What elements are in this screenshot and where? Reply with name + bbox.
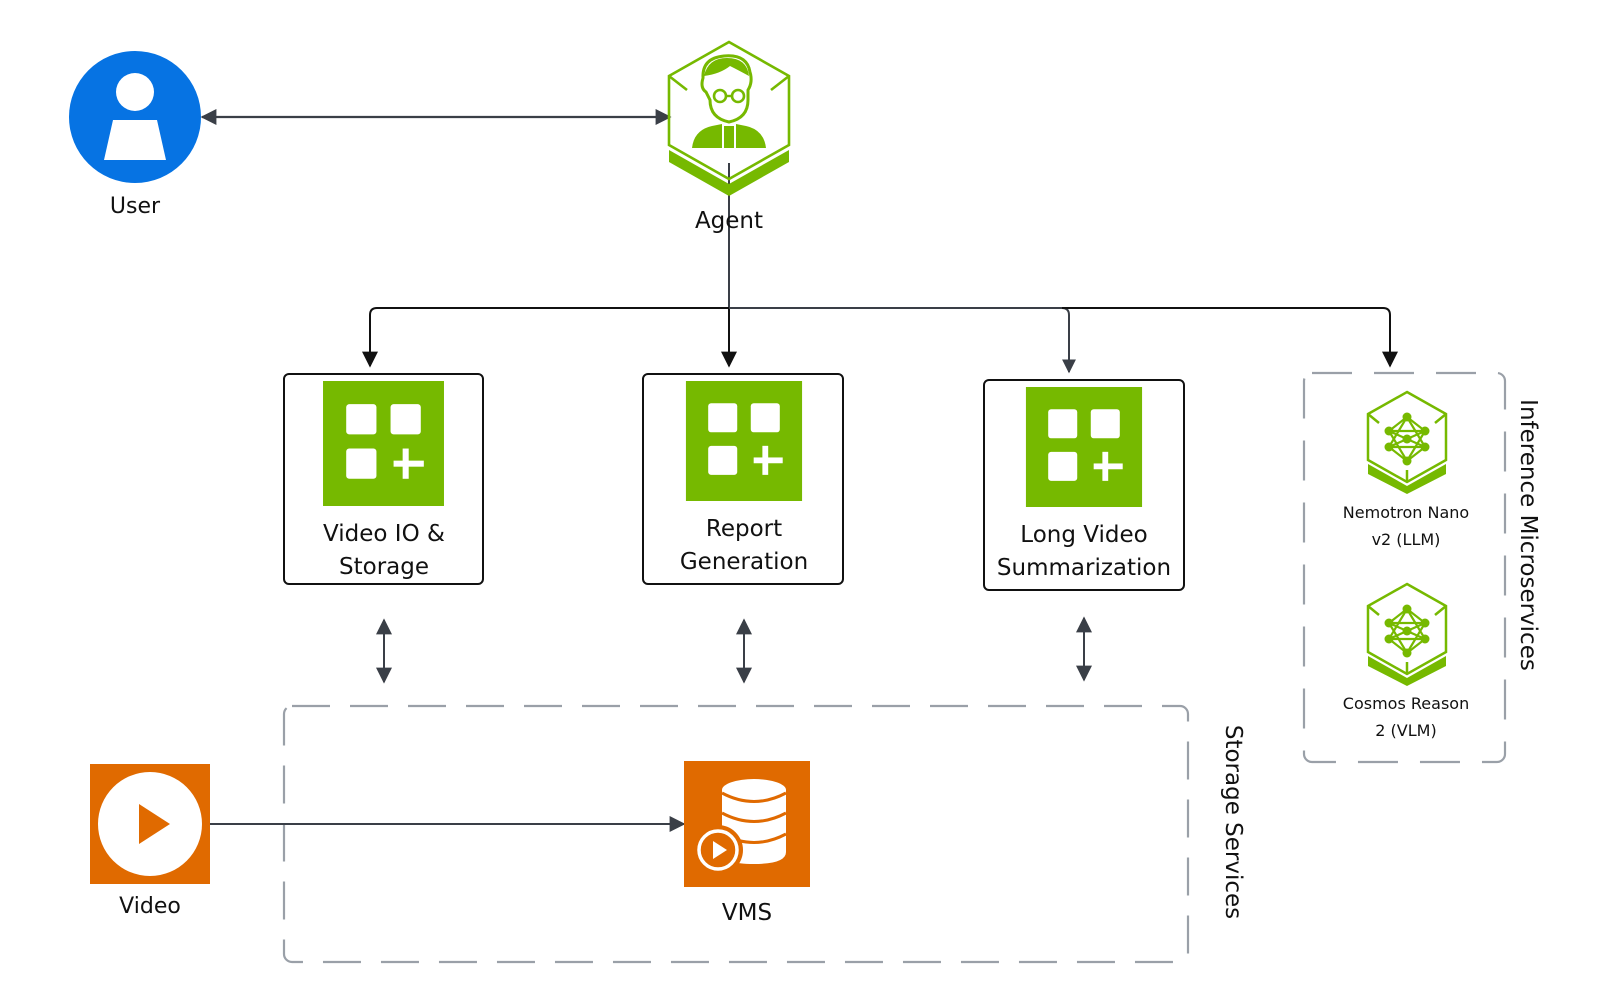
tool-label-line2: Generation <box>680 549 808 575</box>
agent-node[interactable]: Agent <box>667 40 791 234</box>
tool-node-video-io-storage[interactable]: Video IO & Storage <box>283 373 484 585</box>
tool-label-line1: Report <box>706 516 782 542</box>
model-label-line1: Cosmos Reason <box>1343 694 1469 713</box>
vms-node[interactable]: VMS <box>684 761 810 926</box>
user-icon <box>69 51 201 183</box>
storage-group-label: Storage Services <box>1220 725 1246 919</box>
app-grid-plus-icon <box>685 381 803 501</box>
inference-microservices-group <box>1302 371 1507 764</box>
video-label: Video <box>119 894 181 919</box>
model-label-line2: v2 (LLM) <box>1372 530 1441 549</box>
video-node[interactable]: Video <box>90 764 210 919</box>
model-label-line2: 2 (VLM) <box>1375 721 1436 740</box>
app-grid-plus-icon <box>1025 387 1143 507</box>
tool-label-line2: Storage <box>339 554 429 580</box>
tool-label-line1: Long Video <box>1020 522 1147 548</box>
edge-agent-long-video <box>729 307 1076 374</box>
agent-person-hexagon-icon <box>667 40 791 196</box>
neural-network-hexagon-icon <box>1366 582 1448 686</box>
database-play-icon <box>684 761 810 887</box>
edge-agent-video-io <box>362 307 729 368</box>
agent-label: Agent <box>695 208 763 234</box>
neural-network-hexagon-icon <box>1366 390 1448 494</box>
model-node-cosmos-reason[interactable]: Cosmos Reason 2 (VLM) <box>1343 582 1469 740</box>
user-label: User <box>110 194 161 219</box>
vms-label: VMS <box>722 900 772 926</box>
model-node-nemotron[interactable]: Nemotron Nano v2 (LLM) <box>1343 390 1469 549</box>
storage-services-group <box>282 704 1190 964</box>
tool-label-line2: Summarization <box>997 555 1171 581</box>
app-grid-plus-icon <box>323 381 444 506</box>
inference-group-label: Inference Microservices <box>1515 399 1541 671</box>
tool-label-line1: Video IO & <box>323 521 445 547</box>
user-node[interactable]: User <box>69 51 201 219</box>
tool-node-report-generation[interactable]: Report Generation <box>642 373 844 585</box>
play-circle-icon <box>90 764 210 884</box>
model-label-line1: Nemotron Nano <box>1343 503 1469 522</box>
edge-agent-inference <box>1062 307 1398 368</box>
tool-node-long-video-summarization[interactable]: Long Video Summarization <box>983 379 1185 591</box>
